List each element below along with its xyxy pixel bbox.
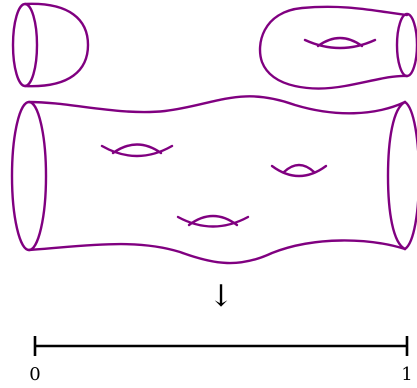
right-boundary-circle-back xyxy=(403,100,417,251)
interval-start-label: 0 xyxy=(29,364,40,385)
interval-end-label: 1 xyxy=(401,364,412,385)
surfaces xyxy=(10,2,417,265)
bottom-outline xyxy=(27,239,407,265)
handle-piece-outline xyxy=(258,5,409,90)
hole-icon xyxy=(270,163,328,178)
top-outline xyxy=(27,95,407,115)
cap-piece xyxy=(11,2,90,88)
hole-icon xyxy=(100,143,174,158)
handle-piece xyxy=(258,5,417,90)
unit-interval: 0 1 xyxy=(29,336,413,385)
left-boundary-circle xyxy=(10,100,48,252)
hole-icon xyxy=(176,214,250,228)
right-boundary-circle-front xyxy=(386,100,407,251)
cap-dome xyxy=(23,2,90,88)
down-arrow-icon: ↓ xyxy=(208,279,233,314)
hole-icon xyxy=(303,36,377,50)
cap-boundary-circle xyxy=(11,2,39,88)
handle-piece-boundary-circle xyxy=(395,12,417,78)
main-cobordism xyxy=(10,95,417,265)
